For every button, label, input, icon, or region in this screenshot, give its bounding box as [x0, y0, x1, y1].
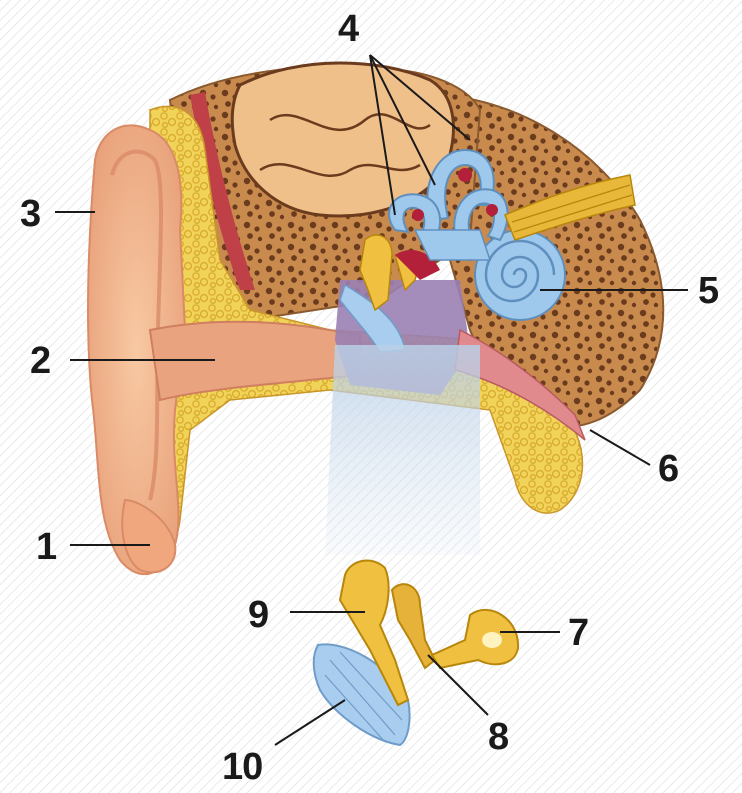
- canal-blood: [486, 204, 498, 216]
- label-5: 5: [698, 272, 718, 310]
- label-8: 8: [488, 718, 508, 756]
- label-2: 2: [30, 342, 50, 380]
- brain-tissue: [232, 63, 453, 216]
- label-9: 9: [248, 596, 268, 634]
- stapes-foot-hole: [482, 632, 502, 648]
- canal-blood: [412, 209, 424, 221]
- label-10: 10: [222, 748, 262, 786]
- magnification-beam: [325, 345, 480, 555]
- canal-blood: [458, 168, 472, 182]
- cochlea: [475, 230, 565, 320]
- label-1: 1: [36, 528, 56, 566]
- label-3: 3: [20, 195, 40, 233]
- label-7: 7: [568, 614, 588, 652]
- label-6: 6: [658, 450, 678, 488]
- label-4: 4: [338, 10, 358, 48]
